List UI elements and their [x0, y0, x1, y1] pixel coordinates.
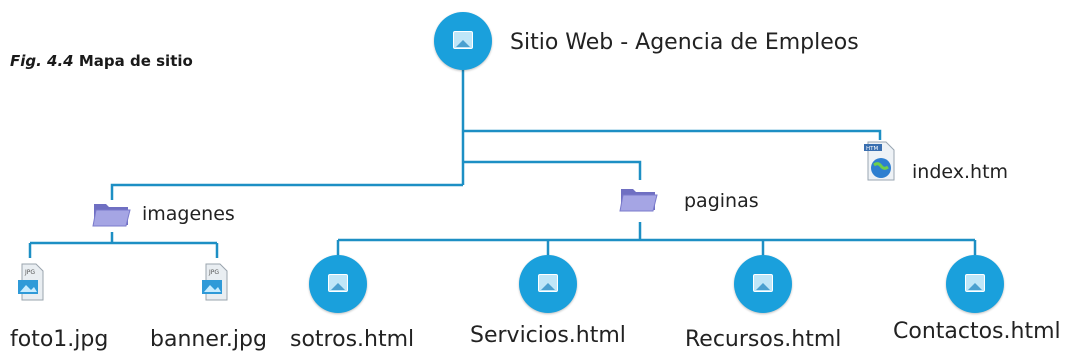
htm-file-icon[interactable]: HTM: [862, 140, 898, 182]
root-node-icon[interactable]: [434, 12, 492, 70]
page-node-icon[interactable]: [309, 255, 367, 313]
svg-text:HTM: HTM: [866, 146, 878, 152]
file-label-index: index.htm: [912, 161, 1009, 183]
page-node-icon[interactable]: [519, 255, 577, 313]
connector-pages-children: [336, 222, 977, 255]
image-icon: [453, 31, 473, 49]
connector-paginas: [463, 160, 642, 180]
file-label-banner: banner.jpg: [150, 327, 267, 352]
figure-number: Fig. 4.4: [10, 52, 74, 70]
folder-icon[interactable]: [92, 198, 132, 228]
image-icon: [753, 274, 773, 292]
connector-images-children: [28, 232, 219, 258]
file-label-recursos: Recursos.html: [685, 327, 842, 352]
image-icon: [538, 274, 558, 292]
root-node-label: Sitio Web - Agencia de Empleos: [510, 30, 859, 55]
file-label-foto1: foto1.jpg: [10, 327, 109, 352]
jpg-file-icon[interactable]: JPG: [200, 262, 230, 302]
folder-label-paginas: paginas: [684, 190, 759, 212]
figure-title: Mapa de sitio: [78, 52, 193, 70]
connector-index: [463, 129, 882, 140]
image-icon: [965, 274, 985, 292]
page-node-icon[interactable]: [734, 255, 792, 313]
svg-text:JPG: JPG: [208, 269, 219, 276]
image-icon: [328, 274, 348, 292]
file-label-sotros: sotros.html: [290, 327, 415, 352]
folder-icon[interactable]: [619, 183, 659, 213]
file-label-contactos: Contactos.html: [893, 319, 1061, 344]
svg-text:JPG: JPG: [24, 269, 35, 276]
file-label-servicios: Servicios.html: [470, 323, 626, 348]
connector-imagenes: [110, 183, 463, 200]
folder-label-imagenes: imagenes: [142, 203, 235, 225]
figure-caption: Fig. 4.4 Mapa de sitio: [10, 52, 193, 70]
page-node-icon[interactable]: [946, 255, 1004, 313]
jpg-file-icon[interactable]: JPG: [16, 262, 46, 302]
